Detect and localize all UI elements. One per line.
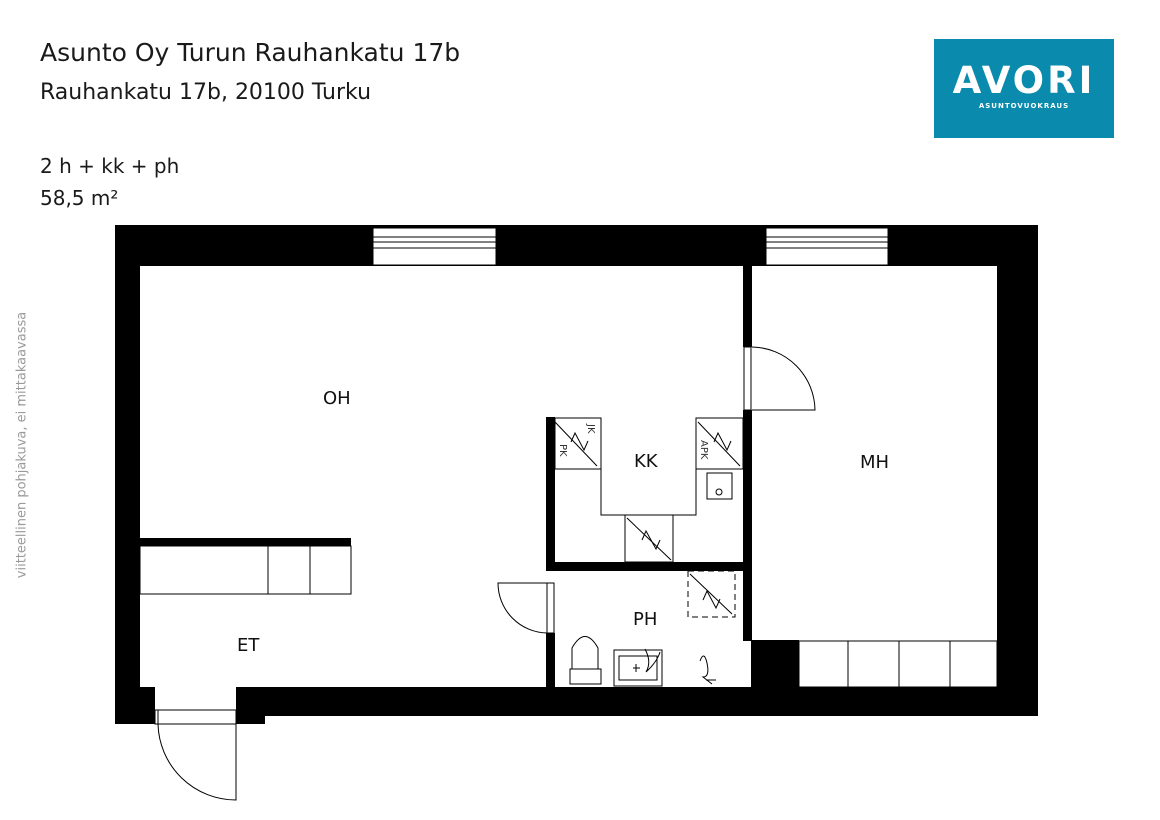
fridge-label: JK	[585, 423, 596, 434]
freezer-label: PK	[557, 444, 568, 457]
logo-tagline: ASUNTOVUOKRAUS	[978, 102, 1070, 110]
sink-icon	[613, 649, 663, 687]
wall-kitchen-left	[546, 417, 555, 562]
bathroom-door	[497, 582, 555, 634]
wall-top	[115, 225, 1038, 266]
property-title: Asunto Oy Turun Rauhankatu 17b	[40, 38, 461, 67]
toilet-icon	[571, 636, 599, 670]
stove-icon	[706, 472, 733, 500]
room-label-bedroom: MH	[860, 452, 889, 473]
wall-bath-left	[546, 633, 555, 688]
wall-bedroom-divider-upper	[743, 265, 752, 347]
interior-walls	[140, 265, 752, 688]
avori-logo: AVORI ASUNTOVUOKRAUS	[934, 39, 1114, 138]
wall-bottom-step	[236, 687, 265, 724]
room-label-kitchen: KK	[634, 451, 659, 472]
wall-bedroom-corner	[751, 640, 799, 688]
room-label-entrance: ET	[237, 635, 260, 656]
entrance-door	[154, 709, 237, 801]
wall-bedroom-divider-lower	[743, 410, 752, 641]
room-label-living: OH	[323, 388, 351, 409]
entrance-closet	[139, 545, 352, 595]
dishwasher-label: APK	[698, 440, 709, 460]
wall-bottom-left	[115, 687, 155, 724]
window-living-room	[372, 227, 497, 266]
apartment-area: 58,5 m²	[40, 186, 119, 210]
wall-entrance	[140, 538, 351, 546]
bathroom-fixtures	[569, 570, 736, 687]
room-label-bathroom: PH	[633, 609, 657, 630]
logo-wordmark: AVORI	[952, 59, 1096, 102]
kitchen-cabinets	[554, 417, 744, 563]
wall-bottom	[236, 687, 1038, 716]
wall-left	[115, 225, 140, 724]
bedroom-door	[743, 346, 816, 411]
shower-area	[687, 570, 736, 618]
kitchen-appliance-lines	[554, 421, 741, 561]
window-bedroom	[765, 227, 889, 266]
bedroom-wardrobe	[798, 640, 998, 688]
shower-head-icon	[699, 655, 716, 685]
wall-kitchen-bath	[546, 562, 751, 571]
outer-walls	[115, 225, 1038, 724]
wall-right	[997, 225, 1038, 716]
property-address: Rauhankatu 17b, 20100 Turku	[40, 80, 372, 105]
room-layout: 2 h + kk + ph	[40, 154, 180, 178]
